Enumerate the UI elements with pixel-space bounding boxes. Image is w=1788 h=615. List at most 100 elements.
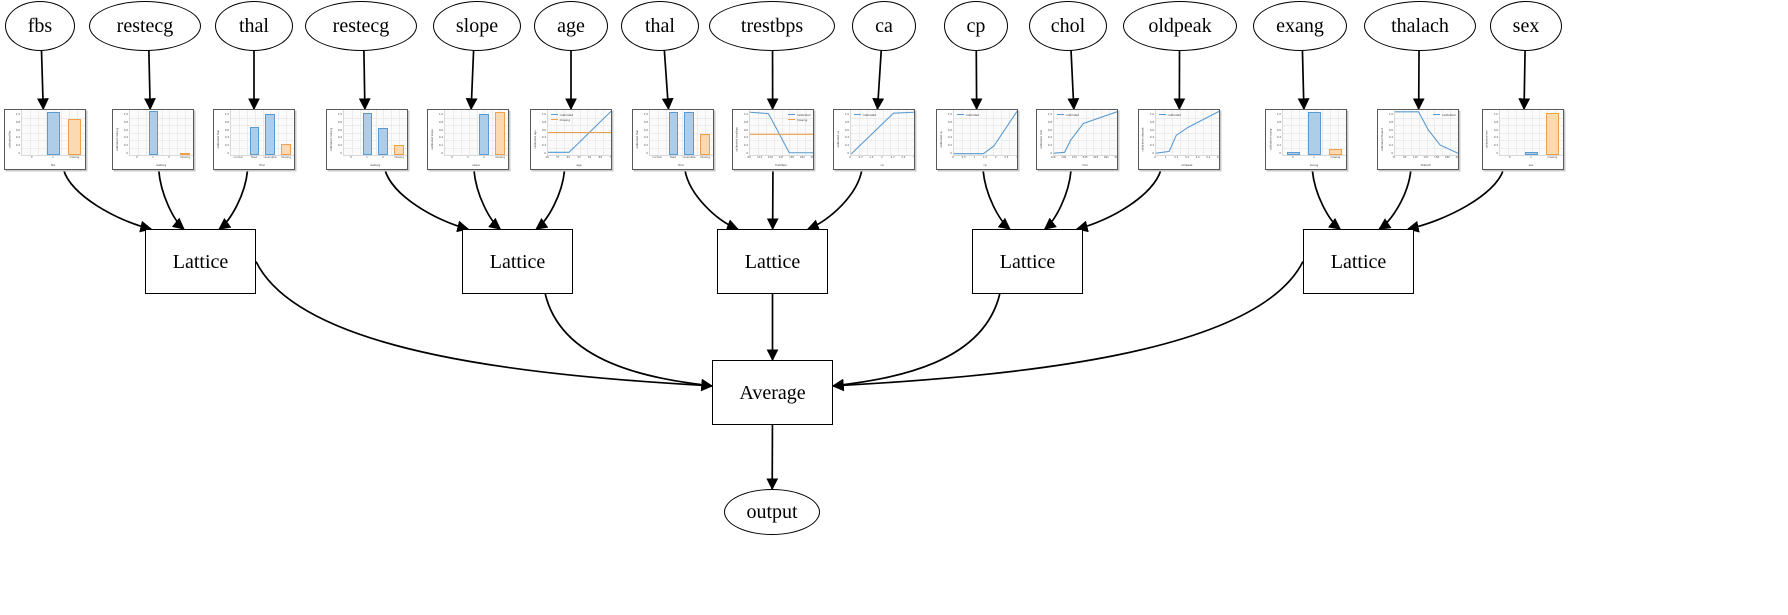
bar: [1524, 151, 1538, 155]
lattice-node[interactable]: Lattice: [717, 229, 828, 294]
legend-swatch-icon: [1057, 114, 1065, 116]
x-axis-title: trestbps: [749, 163, 813, 169]
line-series-svg: [1156, 110, 1219, 155]
gridline-vertical: [890, 110, 892, 155]
gridline-vertical: [452, 110, 454, 155]
feature-node-thal[interactable]: thal: [215, 1, 293, 51]
y-tick-label: 0.4: [224, 136, 229, 140]
feature-node-thal[interactable]: thal: [621, 1, 699, 51]
feature-node-exang[interactable]: exang: [1253, 1, 1347, 51]
y-axis-title-text: calibrated thal: [217, 130, 221, 149]
lattice-node[interactable]: Lattice: [1303, 229, 1414, 294]
x-axis-title: restecg: [129, 163, 193, 169]
edge-feature-to-calibrator: [36, 50, 49, 111]
y-tick-label: 0.2: [947, 144, 952, 148]
feature-node-thalach[interactable]: thalach: [1364, 1, 1476, 51]
y-axis-title-text: calibrated slope: [431, 129, 434, 150]
y-tick-label: 0.2: [123, 144, 128, 148]
feature-node-cp[interactable]: cp: [944, 1, 1008, 51]
legend-entry: calibrated: [788, 113, 810, 117]
x-tick-label: 29: [545, 156, 549, 159]
gridline-vertical: [1203, 110, 1205, 155]
lattice-node[interactable]: Lattice: [145, 229, 256, 294]
x-tick-label: 37: [556, 156, 560, 159]
x-tick-label: 137: [1423, 156, 1429, 159]
feature-node-sex[interactable]: sex: [1490, 1, 1562, 51]
gridline-vertical: [161, 110, 163, 155]
y-axis-title: calibrated sex: [1483, 110, 1492, 169]
gridline-vertical: [1531, 110, 1533, 155]
plot-area: [444, 110, 508, 156]
output-node[interactable]: output: [724, 489, 820, 535]
y-tick-label: 1.0: [541, 113, 546, 116]
x-tick-label: fixed: [250, 156, 258, 159]
y-tick-label: 0.6: [844, 128, 849, 132]
y-tick-label: 1.0: [438, 113, 443, 116]
feature-node-oldpeak[interactable]: oldpeak: [1123, 1, 1237, 51]
feature-node-slope[interactable]: slope: [433, 1, 521, 51]
gridline-vertical: [1195, 110, 1197, 155]
x-tick-label: 71: [1392, 156, 1396, 159]
bar: [700, 134, 710, 155]
feature-node-restecg[interactable]: restecg: [305, 1, 417, 51]
y-axis-title: calibrated age: [531, 110, 540, 169]
x-tick-label: 0: [1154, 156, 1156, 159]
x-tick-label: 2: [382, 156, 384, 159]
feature-node-restecg[interactable]: restecg: [89, 1, 201, 51]
edge-calibrator-to-lattice: [157, 169, 185, 230]
edge-calibrator-to-lattice: [806, 169, 863, 231]
line-series-svg: [1395, 110, 1458, 155]
gridline-vertical: [391, 110, 393, 155]
y-tick-label: 1.0: [337, 113, 342, 116]
feature-node-fbs[interactable]: fbs: [5, 1, 75, 51]
x-tick-label: 4: [913, 156, 915, 159]
gridline-vertical: [262, 110, 264, 155]
x-tick-label: 112: [757, 156, 763, 159]
output-node-label: output: [746, 501, 798, 523]
x-tick-label: missing: [1330, 156, 1341, 159]
gridline-vertical: [1163, 110, 1165, 155]
edge-calibrator-to-lattice: [1043, 169, 1072, 230]
y-tick-label: 0: [1496, 152, 1498, 155]
gridline-vertical: [460, 110, 462, 155]
x-axis-title: thal: [230, 163, 294, 169]
lattice-node[interactable]: Lattice: [462, 229, 573, 294]
gridline-vertical: [882, 110, 884, 155]
plot-legend: calibrated: [1433, 113, 1455, 117]
legend-entry: calibrated: [1159, 113, 1181, 117]
edge-calibrator-to-lattice: [535, 169, 566, 230]
plot-legend: calibrated: [854, 113, 876, 117]
x-tick-label: missing: [1547, 156, 1558, 159]
y-tick-label: 0.2: [1149, 144, 1154, 148]
gridline-vertical: [492, 110, 494, 155]
feature-node-label: oldpeak: [1148, 15, 1212, 37]
gridline-vertical: [29, 110, 31, 155]
feature-node-chol[interactable]: chol: [1029, 1, 1107, 51]
feature-node-age[interactable]: age: [534, 1, 608, 51]
feature-node-ca[interactable]: ca: [852, 1, 916, 51]
average-node[interactable]: Average: [712, 360, 833, 425]
y-tick-label: 0.2: [541, 144, 546, 148]
x-axis-title: age: [547, 163, 611, 169]
y-tick-label: 0.8: [643, 120, 648, 124]
gridline-vertical: [898, 110, 900, 155]
bar: [495, 112, 505, 155]
gridline-vertical: [1507, 110, 1509, 155]
x-tick-label: 199: [1061, 156, 1067, 159]
gridline-vertical: [375, 110, 377, 155]
feature-node-trestbps[interactable]: trestbps: [709, 1, 835, 51]
x-tick-labels: 7193115137158180202: [1392, 156, 1458, 163]
lattice-node[interactable]: Lattice: [972, 229, 1083, 294]
gridline-vertical: [399, 110, 401, 155]
